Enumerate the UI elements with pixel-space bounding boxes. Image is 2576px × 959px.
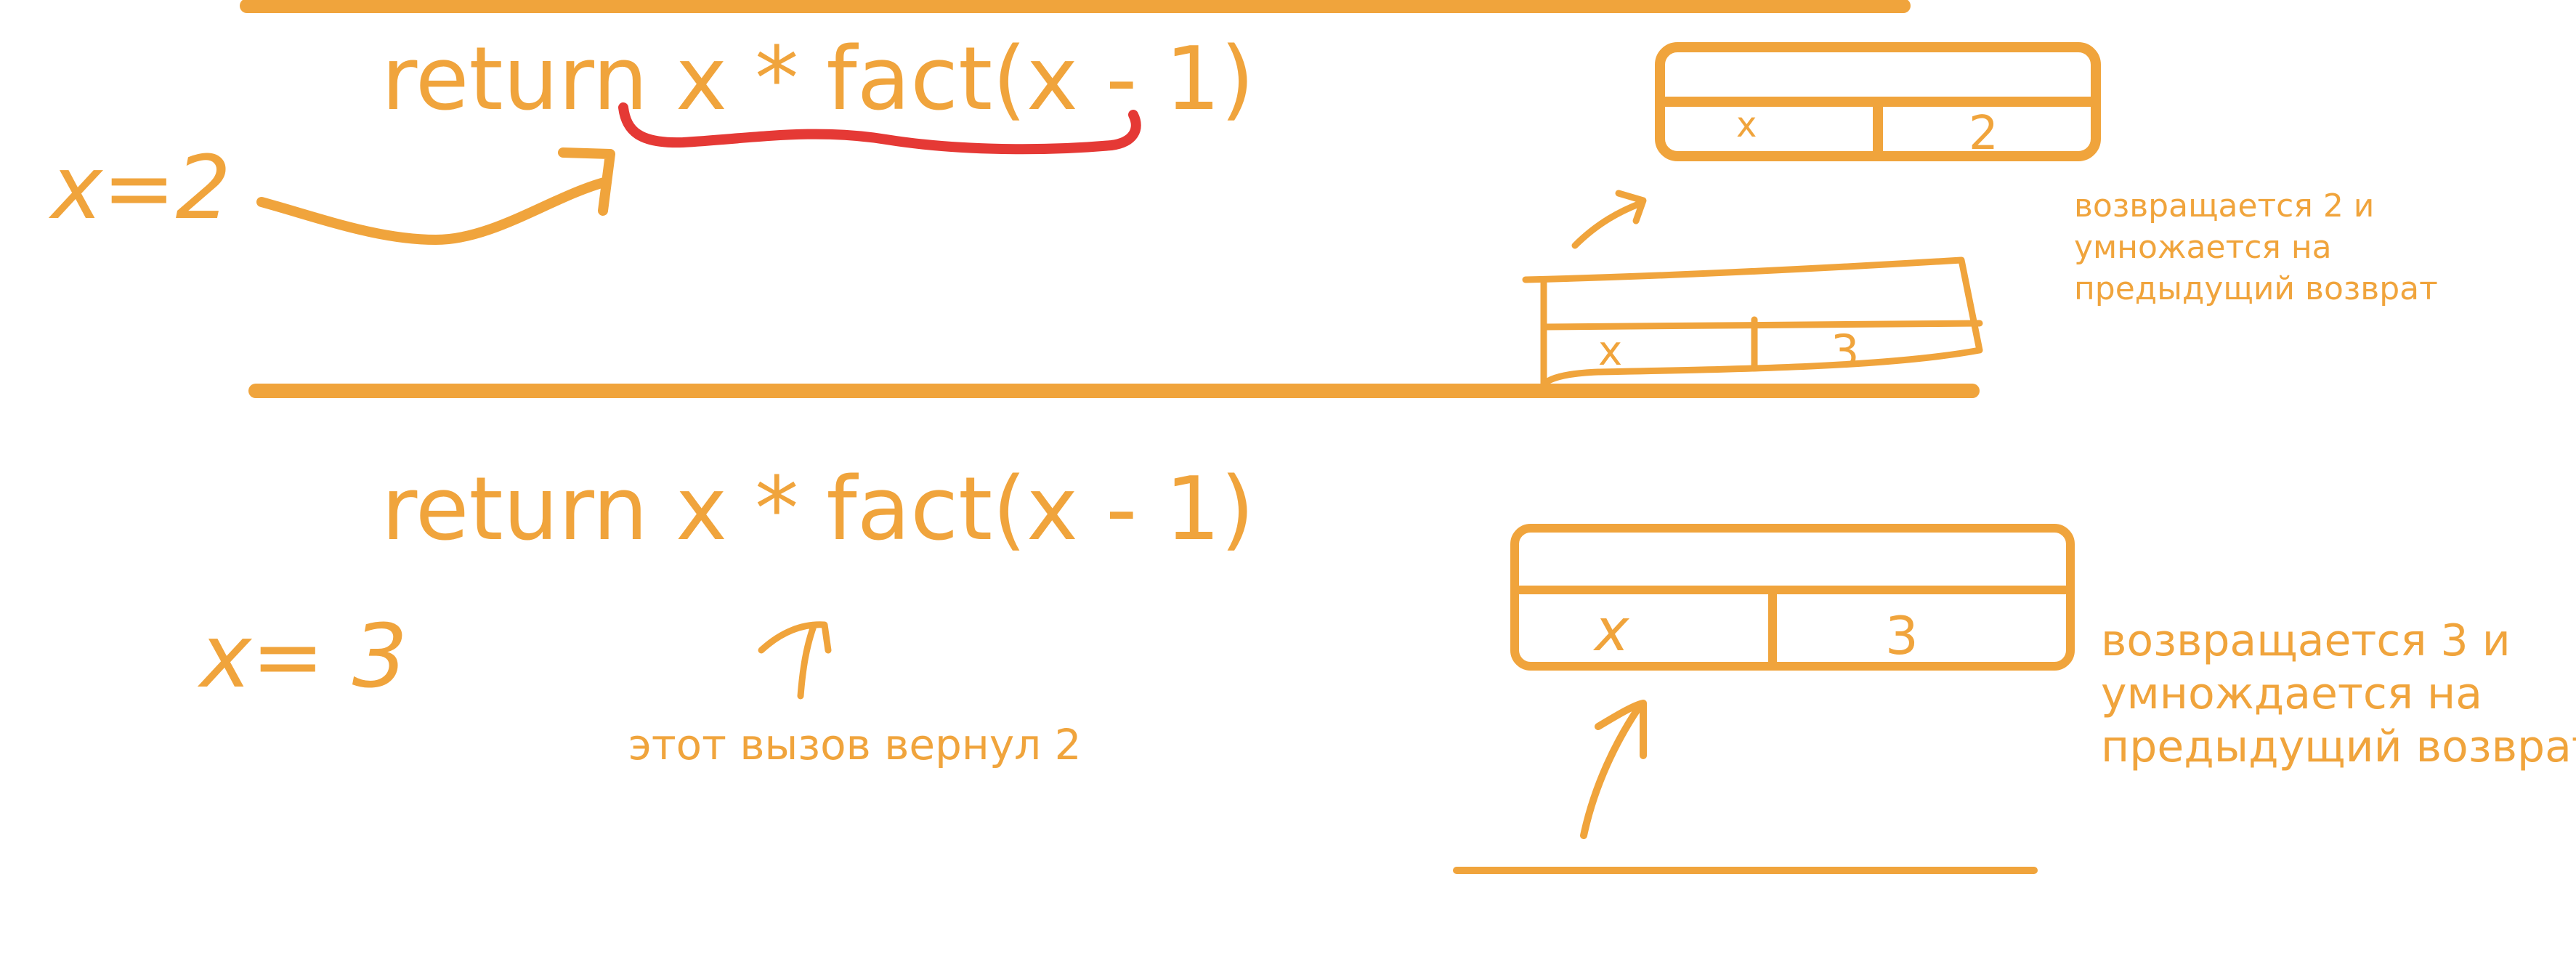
sketch-stack-cell-value: 3: [1831, 325, 1859, 378]
frame-bottom-note: возвращается 3 и умнождается на предыдущ…: [2101, 615, 2576, 772]
sketch-stack-cell: [1522, 256, 1983, 389]
stack-cell-bottom: [1510, 524, 2075, 671]
stack-cell-bottom-value: 3: [1885, 605, 1919, 666]
frame-bottom-call-note: этот вызов вернул 2: [628, 720, 1082, 769]
frame-top-code: return x * fact(x - 1): [381, 29, 1255, 130]
argument-arrow: [256, 177, 612, 246]
stack-cell-top-name: x: [1736, 105, 1757, 145]
sketch-stack-cell-name: x: [1598, 328, 1622, 375]
frame-top-arg-label: x=2: [48, 138, 231, 239]
call-note-arrow: [758, 621, 832, 700]
frame-top-note: возвращается 2 и умножается на предыдущи…: [2074, 187, 2438, 307]
frame-bottom-code: return x * fact(x - 1): [381, 459, 1255, 560]
argument-arrow-head: [558, 147, 615, 216]
sketch-stack-cell-header-line: [1540, 320, 1983, 331]
return-value-underline: [618, 102, 1141, 155]
stack-arrow-bottom: [1580, 700, 1647, 839]
frame-bottom-arg-label: x= 3: [197, 607, 408, 708]
stack-cell-bottom-name: x: [1592, 596, 1630, 664]
stack-cell-top-value: 2: [1969, 107, 1998, 161]
return-arrow-small: [1571, 190, 1647, 249]
